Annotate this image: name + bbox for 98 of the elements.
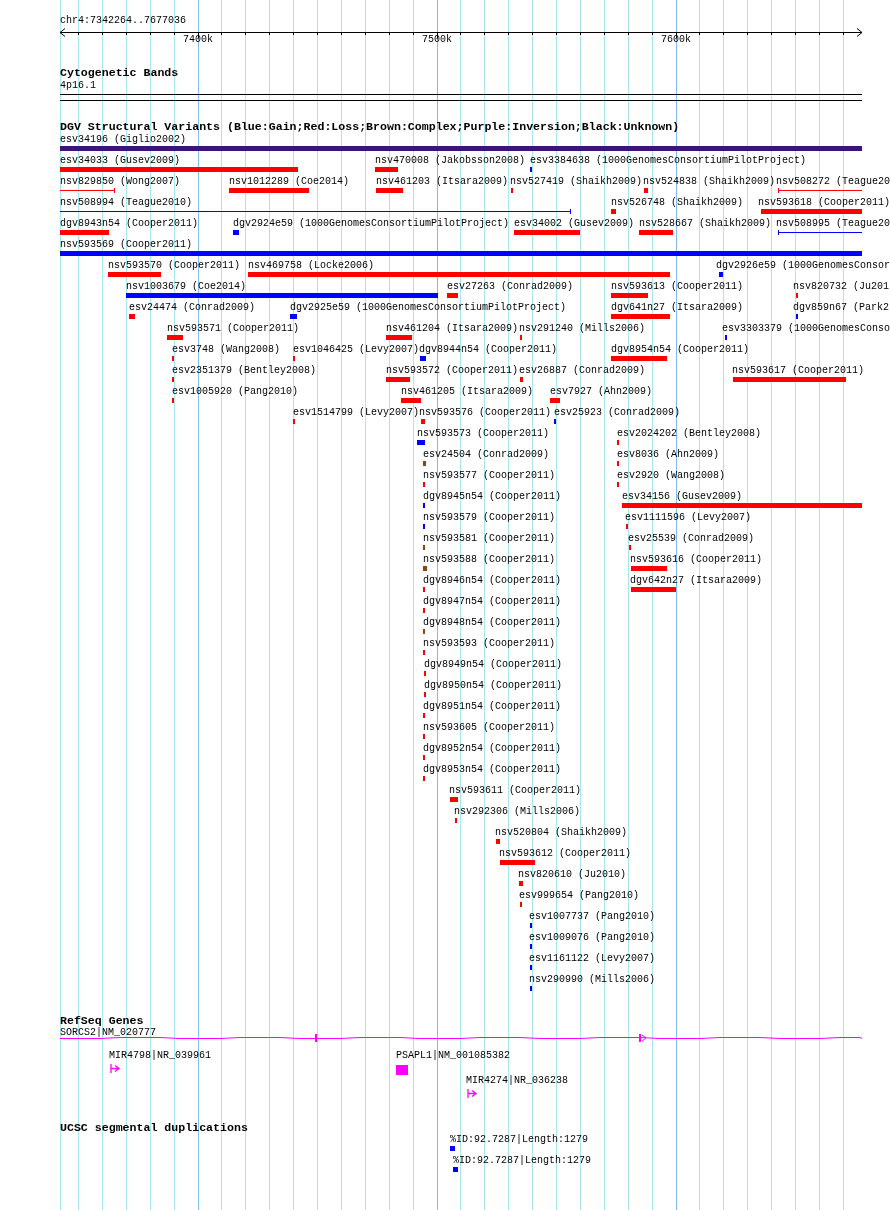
- duplication-label: %ID:92.7287|Length:1279: [450, 1134, 589, 1146]
- variant-label: dgv8954n54 (Cooper2011): [611, 344, 750, 356]
- variant-label: nsv820610 (Ju2010): [518, 869, 627, 881]
- tick-label: 7600k: [661, 34, 691, 46]
- variant-label: esv8036 (Ahn2009): [617, 449, 720, 461]
- variant-label: esv34033 (Gusev2009): [60, 155, 181, 167]
- variant-label: dgv642n27 (Itsara2009): [630, 575, 763, 587]
- variant-label: nsv1003679 (Coe2014): [126, 281, 247, 293]
- variant-label: esv25539 (Conrad2009): [628, 533, 755, 545]
- variant-label: dgv8948n54 (Cooper2011): [423, 617, 562, 629]
- track-heading: UCSC segmental duplications: [60, 1121, 248, 1134]
- variant-label: esv2024202 (Bentley2008): [617, 428, 762, 440]
- gene-label: MIR4274|NR_036238: [466, 1075, 569, 1087]
- variant-label: nsv820732 (Ju201: [793, 281, 889, 293]
- variant-label: esv25923 (Conrad2009): [554, 407, 681, 419]
- band-label: 4p16.1: [60, 80, 96, 92]
- variant-label: dgv8950n54 (Cooper2011): [424, 680, 563, 692]
- variant-label: nsv470008 (Jakobsson2008): [375, 155, 526, 167]
- variant-label: esv1046425 (Levy2007): [293, 344, 420, 356]
- variant-label: nsv508272 (Teague20: [776, 176, 890, 188]
- variant-label: dgv8949n54 (Cooper2011): [424, 659, 563, 671]
- track-heading: Cytogenetic Bands: [60, 66, 179, 79]
- variant-label: nsv593577 (Cooper2011): [423, 470, 556, 482]
- variant-label: nsv520804 (Shaikh2009): [495, 827, 628, 839]
- variant-label: esv2920 (Wang2008): [617, 470, 726, 482]
- variant-label: dgv8952n54 (Cooper2011): [423, 743, 562, 755]
- variant-label: esv1514799 (Levy2007): [293, 407, 420, 419]
- variant-label: dgv641n27 (Itsara2009): [611, 302, 744, 314]
- variant-label: esv3303379 (1000GenomesConso: [722, 323, 890, 335]
- variant-label: dgv8944n54 (Cooper2011): [419, 344, 558, 356]
- variant-label: esv27263 (Conrad2009): [447, 281, 574, 293]
- variant-label: nsv528667 (Shaikh2009): [639, 218, 772, 230]
- variant-label: dgv2925e59 (1000GenomesConsortiumPilotProject): [290, 302, 567, 314]
- variant-label: esv1009076 (Pang2010): [529, 932, 656, 944]
- variant-label: nsv593573 (Cooper2011): [417, 428, 550, 440]
- variant-label: nsv593572 (Cooper2011): [386, 365, 519, 377]
- variant-label: nsv527419 (Shaikh2009): [510, 176, 643, 188]
- variant-label: nsv291240 (Mills2006): [519, 323, 646, 335]
- variant-label: nsv508994 (Teague2010): [60, 197, 193, 209]
- variant-label: nsv593618 (Cooper2011): [758, 197, 890, 209]
- variant-label: nsv524838 (Shaikh2009): [643, 176, 776, 188]
- variant-label: nsv469758 (Locke2006): [248, 260, 375, 272]
- variant-label: nsv593605 (Cooper2011): [423, 722, 556, 734]
- variant-label: nsv593616 (Cooper2011): [630, 554, 763, 566]
- variant-label: dgv2924e59 (1000GenomesConsortiumPilotProject): [233, 218, 510, 230]
- variant-label: nsv593570 (Cooper2011): [108, 260, 241, 272]
- variant-label: nsv829850 (Wong2007): [60, 176, 181, 188]
- variant-label: nsv593576 (Cooper2011): [419, 407, 552, 419]
- variant-label: esv26887 (Conrad2009): [519, 365, 646, 377]
- variant-label: nsv461204 (Itsara2009): [386, 323, 519, 335]
- variant-label: esv24504 (Conrad2009): [423, 449, 550, 461]
- variant-label: nsv593571 (Cooper2011): [167, 323, 300, 335]
- gene-label: PSAPL1|NM_001085382: [396, 1050, 511, 1062]
- track-heading: DGV Structural Variants (Blue:Gain;Red:Loss;Brown:Complex;Purple:Inversion;Black:Unknown): [60, 120, 680, 133]
- variant-label: nsv593611 (Cooper2011): [449, 785, 582, 797]
- variant-label: nsv292306 (Mills2006): [454, 806, 581, 818]
- variant-label: nsv461203 (Itsara2009): [376, 176, 509, 188]
- variant-label: nsv461205 (Itsara2009): [401, 386, 534, 398]
- variant-label: esv1161122 (Levy2007): [529, 953, 656, 965]
- variant-label: esv34002 (Gusev2009): [514, 218, 635, 230]
- variant-label: esv24474 (Conrad2009): [129, 302, 256, 314]
- tick-label: 7500k: [422, 34, 452, 46]
- variant-label: dgv8953n54 (Cooper2011): [423, 764, 562, 776]
- variant-label: nsv593579 (Cooper2011): [423, 512, 556, 524]
- variant-label: nsv593581 (Cooper2011): [423, 533, 556, 545]
- variant-label: dgv8947n54 (Cooper2011): [423, 596, 562, 608]
- ruler-label: chr4:7342264..7677036: [60, 15, 187, 27]
- variant-label: nsv593588 (Cooper2011): [423, 554, 556, 566]
- variant-label: dgv8946n54 (Cooper2011): [423, 575, 562, 587]
- variant-label: esv1111596 (Levy2007): [625, 512, 752, 524]
- track-heading: RefSeq Genes: [60, 1014, 144, 1027]
- variant-label: esv999654 (Pang2010): [519, 890, 640, 902]
- variant-label: esv3748 (Wang2008): [172, 344, 281, 356]
- variant-label: esv3384638 (1000GenomesConsortiumPilotProject): [530, 155, 807, 167]
- variant-label: nsv593593 (Cooper2011): [423, 638, 556, 650]
- variant-label: nsv593569 (Cooper2011): [60, 239, 193, 251]
- variant-label: nsv290990 (Mills2006): [529, 974, 656, 986]
- variant-label: nsv593612 (Cooper2011): [499, 848, 632, 860]
- variant-label: dgv8945n54 (Cooper2011): [423, 491, 562, 503]
- variant-label: esv34196 (Giglio2002): [60, 134, 187, 146]
- variant-label: esv34156 (Gusev2009): [622, 491, 743, 503]
- tick-label: 7400k: [183, 34, 213, 46]
- variant-label: nsv593617 (Cooper2011): [732, 365, 865, 377]
- gene-label: SORCS2|NM_020777: [60, 1027, 156, 1039]
- variant-label: dgv8951n54 (Cooper2011): [423, 701, 562, 713]
- variant-label: esv1007737 (Pang2010): [529, 911, 656, 923]
- variant-label: esv7927 (Ahn2009): [550, 386, 653, 398]
- variant-label: esv1005920 (Pang2010): [172, 386, 299, 398]
- variant-label: nsv508995 (Teague20: [776, 218, 890, 230]
- duplication-label: %ID:92.7287|Length:1279: [453, 1155, 592, 1167]
- variant-label: dgv2926e59 (1000GenomesConsor: [716, 260, 890, 272]
- variant-label: nsv593613 (Cooper2011): [611, 281, 744, 293]
- variant-label: dgv8943n54 (Cooper2011): [60, 218, 199, 230]
- gene-label: MIR4798|NR_039961: [109, 1050, 212, 1062]
- variant-label: nsv1012289 (Coe2014): [229, 176, 350, 188]
- variant-label: dgv859n67 (Park2: [793, 302, 889, 314]
- variant-label: esv2351379 (Bentley2008): [172, 365, 317, 377]
- variant-label: nsv526748 (Shaikh2009): [611, 197, 744, 209]
